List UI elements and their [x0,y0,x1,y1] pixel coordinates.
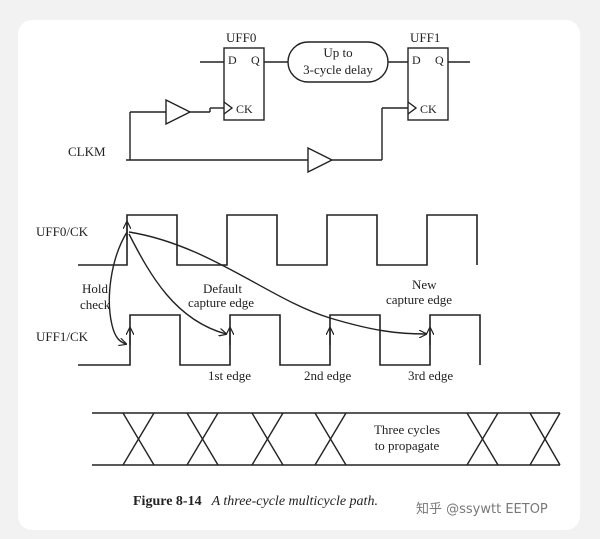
uff1-q-pin: Q [435,53,444,67]
new-capture-line2: capture edge [386,292,452,307]
watermark: 知乎 @ssywtt EETOP [416,501,548,517]
uff0-flipflop [223,47,265,121]
uff1-clock-triangle [407,101,418,115]
uff1-d-pin: D [412,53,421,67]
bus-text-line2: to propagate [375,438,440,453]
uff0-clock-waveform [78,214,478,266]
uff1-waveform-label: UFF1/CK [36,329,89,344]
second-edge-label: 2nd edge [304,368,352,383]
uff1-name: UFF1 [410,30,440,45]
bus-text-line1: Three cycles [374,422,440,437]
clock-name-label: CLKM [68,144,106,159]
hold-check-arrow [108,231,127,344]
hold-label-line1: Hold [82,281,109,296]
delay-text-line2: 3-cycle delay [303,62,373,77]
data-bus-diagram: Three cycles to propagate [92,412,561,466]
buffer-icon-uff1 [307,146,334,174]
caption-number: Figure 8-14 [133,494,202,509]
bus-transition-x1 [122,412,155,466]
default-capture-line1: Default [203,281,242,296]
uff0-q-pin: Q [251,53,260,67]
uff0-waveform-label: UFF0/CK [36,224,89,239]
uff1-ck-pin: CK [420,102,437,116]
bus-transition-x6 [529,412,561,466]
bus-transition-x2 [186,412,219,466]
uff1-clock-waveform [78,314,481,366]
circuit-schematic: UFF0 D Q CK Up to 3-cycle delay UFF1 D Q… [68,30,470,174]
bus-transition-x5 [466,412,499,466]
uff0-clock-triangle [223,101,234,115]
bus-transition-x3 [251,412,284,466]
timing-diagram: UFF0/CK UFF1/CK Hold check Default captu… [36,214,481,383]
bus-transition-x4 [314,412,347,466]
buffer-icon-uff0 [165,98,192,126]
hold-label-line2: check [80,297,111,312]
uff0-d-pin: D [228,53,237,67]
uff0-ck-pin: CK [236,102,253,116]
new-capture-arrow [128,231,426,334]
default-capture-line2: capture edge [188,295,254,310]
figure-caption: Figure 8-14 A three-cycle multicycle path… [133,494,378,509]
default-capture-arrow [128,233,226,334]
caption-title: A three-cycle multicycle path. [211,494,378,509]
uff0-name: UFF0 [226,30,256,45]
third-edge-label: 3rd edge [408,368,453,383]
new-capture-line1: New [412,277,437,292]
first-edge-label: 1st edge [208,368,251,383]
uff1-flipflop [407,47,449,121]
delay-text-line1: Up to [323,45,352,60]
